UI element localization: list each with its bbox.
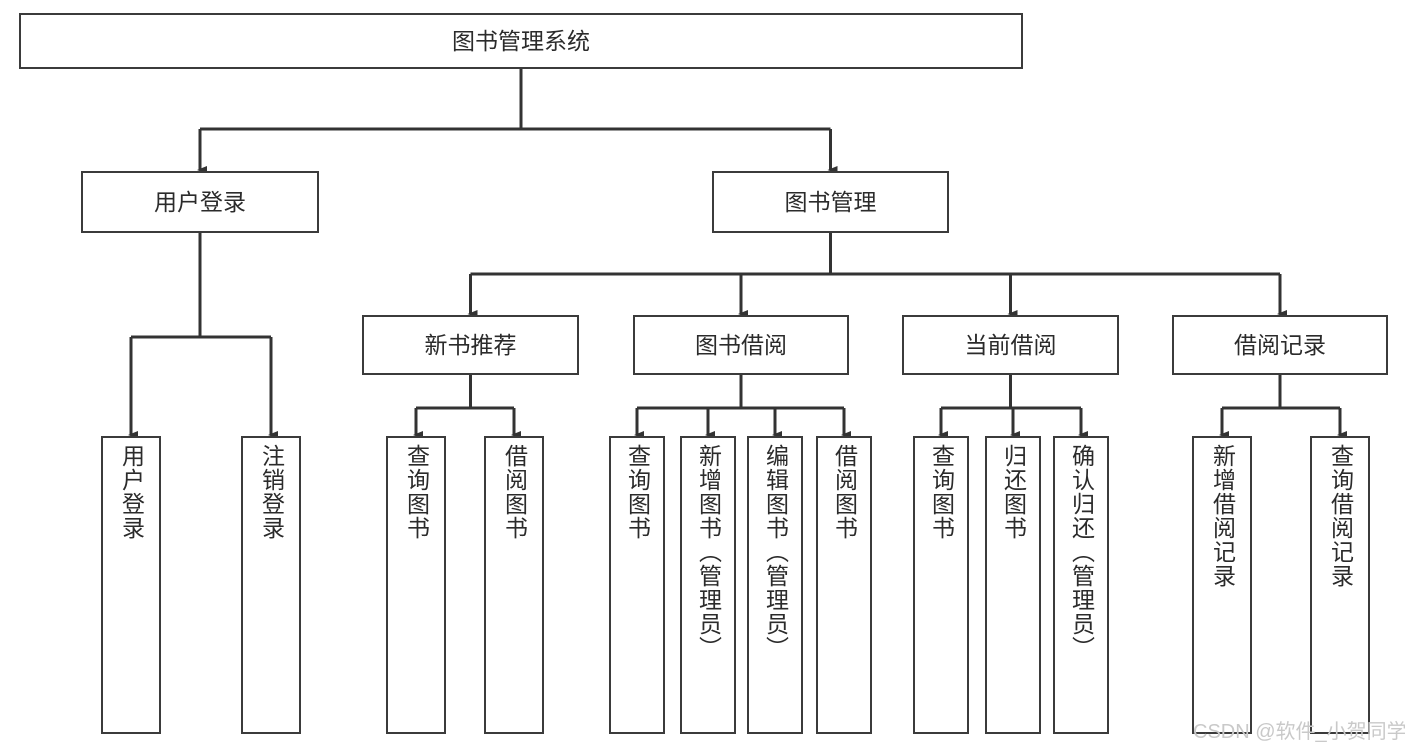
node-n_borrow[interactable]: 借阅图书 [484,436,544,734]
node-label-b_edit: 编辑图书（管理员） [762,444,789,660]
node-label-n_borrow: 借阅图书 [501,444,528,540]
node-r_query[interactable]: 查询借阅记录 [1310,436,1370,734]
node-label-bookmgmt: 图书管理 [784,188,877,215]
watermark-text: CSDN @软件_小贺同学 [1193,721,1405,743]
node-label-borrow: 图书借阅 [695,331,787,358]
node-l_logout[interactable]: 注销登录 [241,436,301,734]
node-label-n_query: 查询图书 [403,444,430,540]
node-login[interactable]: 用户登录 [81,171,319,233]
node-c_query[interactable]: 查询图书 [913,436,969,734]
node-b_borrow[interactable]: 借阅图书 [816,436,872,734]
node-label-c_return: 归还图书 [1000,444,1027,540]
node-c_confirm[interactable]: 确认归还（管理员） [1053,436,1109,734]
connector-group [128,69,1347,439]
node-label-record: 借阅记录 [1234,331,1326,358]
node-newbook[interactable]: 新书推荐 [362,315,579,375]
node-b_query[interactable]: 查询图书 [609,436,665,734]
node-label-root: 图书管理系统 [452,27,590,54]
node-b_edit[interactable]: 编辑图书（管理员） [747,436,803,734]
node-r_add[interactable]: 新增借阅记录 [1192,436,1252,734]
node-label-b_add: 新增图书（管理员） [695,444,722,660]
node-b_add[interactable]: 新增图书（管理员） [680,436,736,734]
node-label-current: 当前借阅 [964,331,1057,358]
node-bookmgmt[interactable]: 图书管理 [712,171,949,233]
node-label-l_login: 用户登录 [118,444,145,540]
node-label-c_query: 查询图书 [928,444,955,540]
node-root[interactable]: 图书管理系统 [19,13,1023,69]
node-label-r_query: 查询借阅记录 [1327,444,1354,588]
node-current[interactable]: 当前借阅 [902,315,1119,375]
node-label-l_logout: 注销登录 [258,444,285,540]
node-l_login[interactable]: 用户登录 [101,436,161,734]
node-label-c_confirm: 确认归还（管理员） [1068,444,1095,660]
node-label-b_query: 查询图书 [624,444,651,540]
node-label-login: 用户登录 [154,188,246,215]
node-label-newbook: 新书推荐 [424,331,517,358]
node-borrow[interactable]: 图书借阅 [633,315,849,375]
node-record[interactable]: 借阅记录 [1172,315,1388,375]
node-label-b_borrow: 借阅图书 [831,444,858,540]
node-n_query[interactable]: 查询图书 [386,436,446,734]
node-c_return[interactable]: 归还图书 [985,436,1041,734]
node-label-r_add: 新增借阅记录 [1209,444,1236,588]
